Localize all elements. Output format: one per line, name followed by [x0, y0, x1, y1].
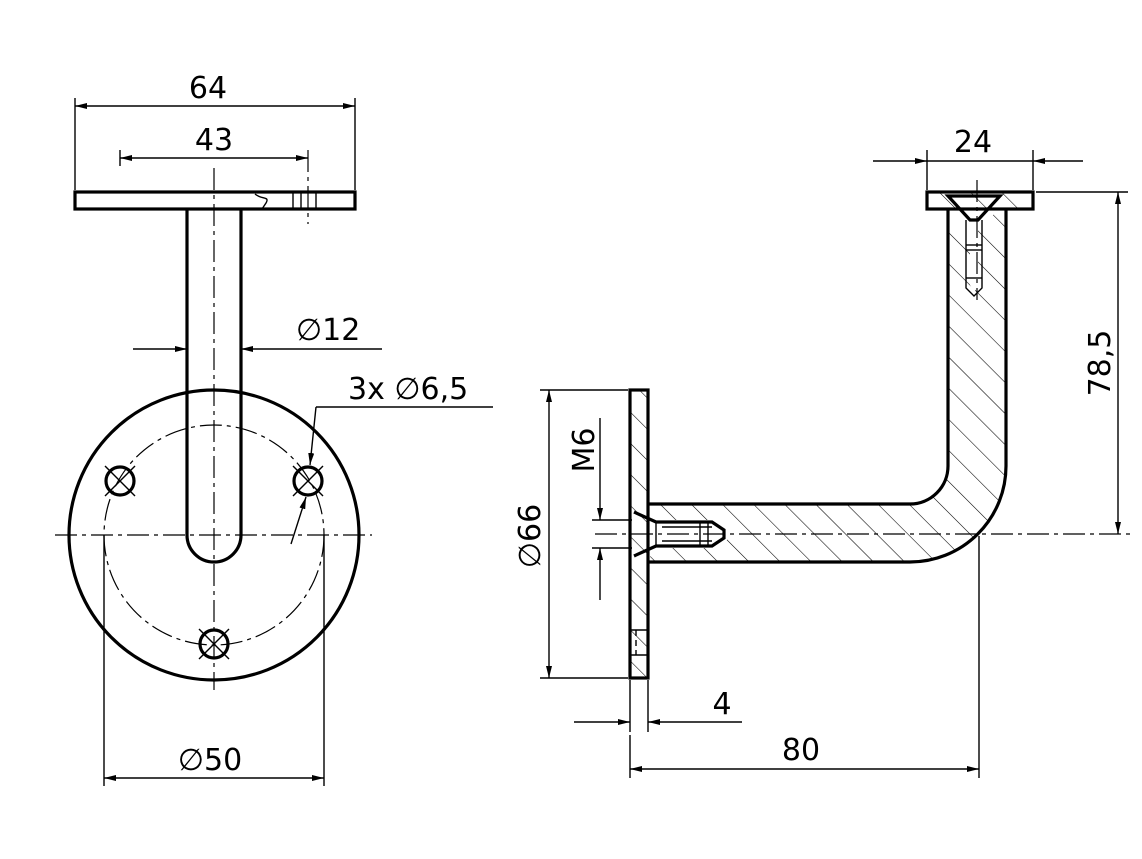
- mounting-hole-right: [292, 465, 324, 497]
- dim-projection: 80: [782, 733, 820, 768]
- dim-height: 78,5: [1083, 330, 1118, 397]
- dim-tube-diameter: ∅12: [296, 313, 360, 348]
- dim-hole-spacing: 43: [195, 123, 233, 158]
- bracket-arm: [648, 209, 950, 506]
- dim-holes: 3x ∅6,5: [348, 372, 468, 407]
- dim-base-diameter: ∅66: [513, 504, 548, 568]
- front-view: 64 43 ∅12 3x ∅6,5 ∅50: [55, 71, 493, 786]
- mounting-hole-left: [104, 465, 136, 497]
- saddle-plate: [925, 190, 1035, 211]
- dim-plate-width: 24: [954, 125, 992, 160]
- tube: [185, 209, 243, 564]
- dim-plate-thickness: 4: [712, 687, 731, 722]
- dim-overall-width: 64: [189, 71, 227, 106]
- side-view: 24 78,5 ∅66 M6 4 80: [513, 125, 1130, 778]
- dim-bolt-circle: ∅50: [178, 743, 242, 778]
- dim-thread: M6: [567, 428, 602, 473]
- top-plate: [73, 190, 357, 211]
